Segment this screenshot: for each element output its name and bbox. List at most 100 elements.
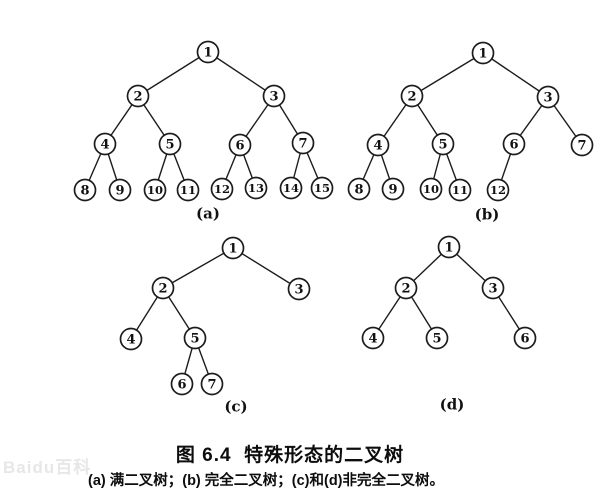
node-circle (400, 84, 424, 108)
node-circle (93, 132, 117, 156)
node-circle (143, 178, 167, 202)
node-value: 6 (235, 139, 244, 154)
tree-a-node-10: 10 (143, 178, 167, 202)
node-value: 12 (214, 182, 230, 196)
baidu-baike-watermark: Baidu百科 (3, 458, 92, 477)
node-value: 4 (126, 333, 135, 348)
tree-a-node-5: 5 (158, 132, 182, 156)
node-value: 3 (543, 91, 552, 106)
node-circle (158, 132, 182, 156)
tree-a-node-15: 15 (310, 176, 334, 200)
node-circle (394, 276, 418, 300)
tree-b-node-9: 9 (381, 177, 405, 201)
tree-d-node-5: 5 (425, 326, 449, 350)
node-value: 8 (354, 183, 363, 198)
node-circle (570, 133, 594, 157)
node-value: 9 (115, 184, 124, 199)
node-circle (471, 41, 495, 65)
tree-c-edge-1-2 (162, 247, 234, 289)
tree-b-node-1: 1 (471, 41, 495, 65)
tree-c-node-5: 5 (183, 326, 207, 350)
tree-b-node-3: 3 (536, 85, 560, 109)
tree-a-node-2: 2 (126, 84, 150, 108)
node-value: 2 (133, 90, 142, 105)
node-value: 2 (407, 90, 416, 105)
node-circle (347, 177, 371, 201)
node-value: 10 (423, 182, 439, 196)
tree-b-node-5: 5 (431, 132, 455, 156)
node-value: 5 (432, 332, 441, 347)
tree-a-node-4: 4 (93, 132, 117, 156)
node-circle (210, 177, 234, 201)
tree-c-node-3: 3 (287, 277, 311, 301)
tree-a-label: (a) (196, 204, 220, 222)
node-value: 4 (373, 139, 382, 154)
node-value: 7 (298, 137, 307, 152)
node-value: 1 (478, 47, 487, 62)
tree-a-node-14: 14 (279, 176, 303, 200)
node-circle (310, 176, 334, 200)
node-value: 3 (294, 283, 303, 298)
node-value: 6 (520, 332, 529, 347)
node-circle (366, 133, 390, 157)
node-circle (262, 84, 286, 108)
tree-a-node-9: 9 (108, 178, 132, 202)
tree-b-edge-1-2 (411, 52, 484, 97)
node-value: 5 (190, 332, 199, 347)
tree-c-node-6: 6 (170, 372, 194, 396)
node-circle (176, 178, 200, 202)
node-circle (73, 178, 97, 202)
tree-d-node-3: 3 (481, 276, 505, 300)
tree-d-label: (d) (440, 395, 465, 413)
tree-b-node-8: 8 (347, 177, 371, 201)
node-value: 7 (207, 378, 216, 393)
tree-b-node-10: 10 (419, 177, 443, 201)
node-circle (200, 372, 224, 396)
node-circle (126, 84, 150, 108)
tree-b-node-6: 6 (502, 132, 526, 156)
node-value: 1 (228, 242, 237, 257)
tree-c-node-7: 7 (200, 372, 224, 396)
node-circle (291, 131, 315, 155)
node-circle (170, 372, 194, 396)
node-circle (196, 40, 220, 64)
node-value: 5 (438, 138, 447, 153)
tree-b-node-2: 2 (400, 84, 424, 108)
node-circle (183, 326, 207, 350)
tree-a-node-12: 12 (210, 177, 234, 201)
tree-d-node-4: 4 (361, 326, 385, 350)
node-circle (437, 235, 461, 259)
tree-b-node-11: 11 (448, 178, 472, 202)
node-value: 1 (203, 46, 212, 61)
node-circle (513, 326, 537, 350)
node-circle (361, 326, 385, 350)
node-value: 11 (180, 183, 196, 197)
tree-b-node-7: 7 (570, 133, 594, 157)
node-circle (419, 177, 443, 201)
node-circle (287, 277, 311, 301)
node-circle (425, 326, 449, 350)
node-circle (221, 236, 245, 260)
tree-b-node-12: 12 (486, 178, 510, 202)
figure-title: 图 6.4 特殊形态的二叉树 (175, 445, 405, 466)
node-value: 2 (158, 282, 167, 297)
node-value: 2 (401, 282, 410, 297)
tree-b-label: (b) (475, 205, 500, 223)
node-circle (279, 176, 303, 200)
node-value: 10 (147, 183, 163, 197)
node-value: 3 (488, 282, 497, 297)
node-value: 6 (509, 138, 518, 153)
node-circle (381, 177, 405, 201)
node-circle (151, 276, 175, 300)
tree-c-node-4: 4 (119, 327, 143, 351)
node-value: 12 (490, 183, 506, 197)
node-value: 8 (80, 184, 89, 199)
tree-a-node-11: 11 (176, 178, 200, 202)
node-value: 14 (283, 181, 299, 195)
node-value: 3 (269, 90, 278, 105)
node-circle (536, 85, 560, 109)
node-value: 11 (452, 183, 468, 197)
